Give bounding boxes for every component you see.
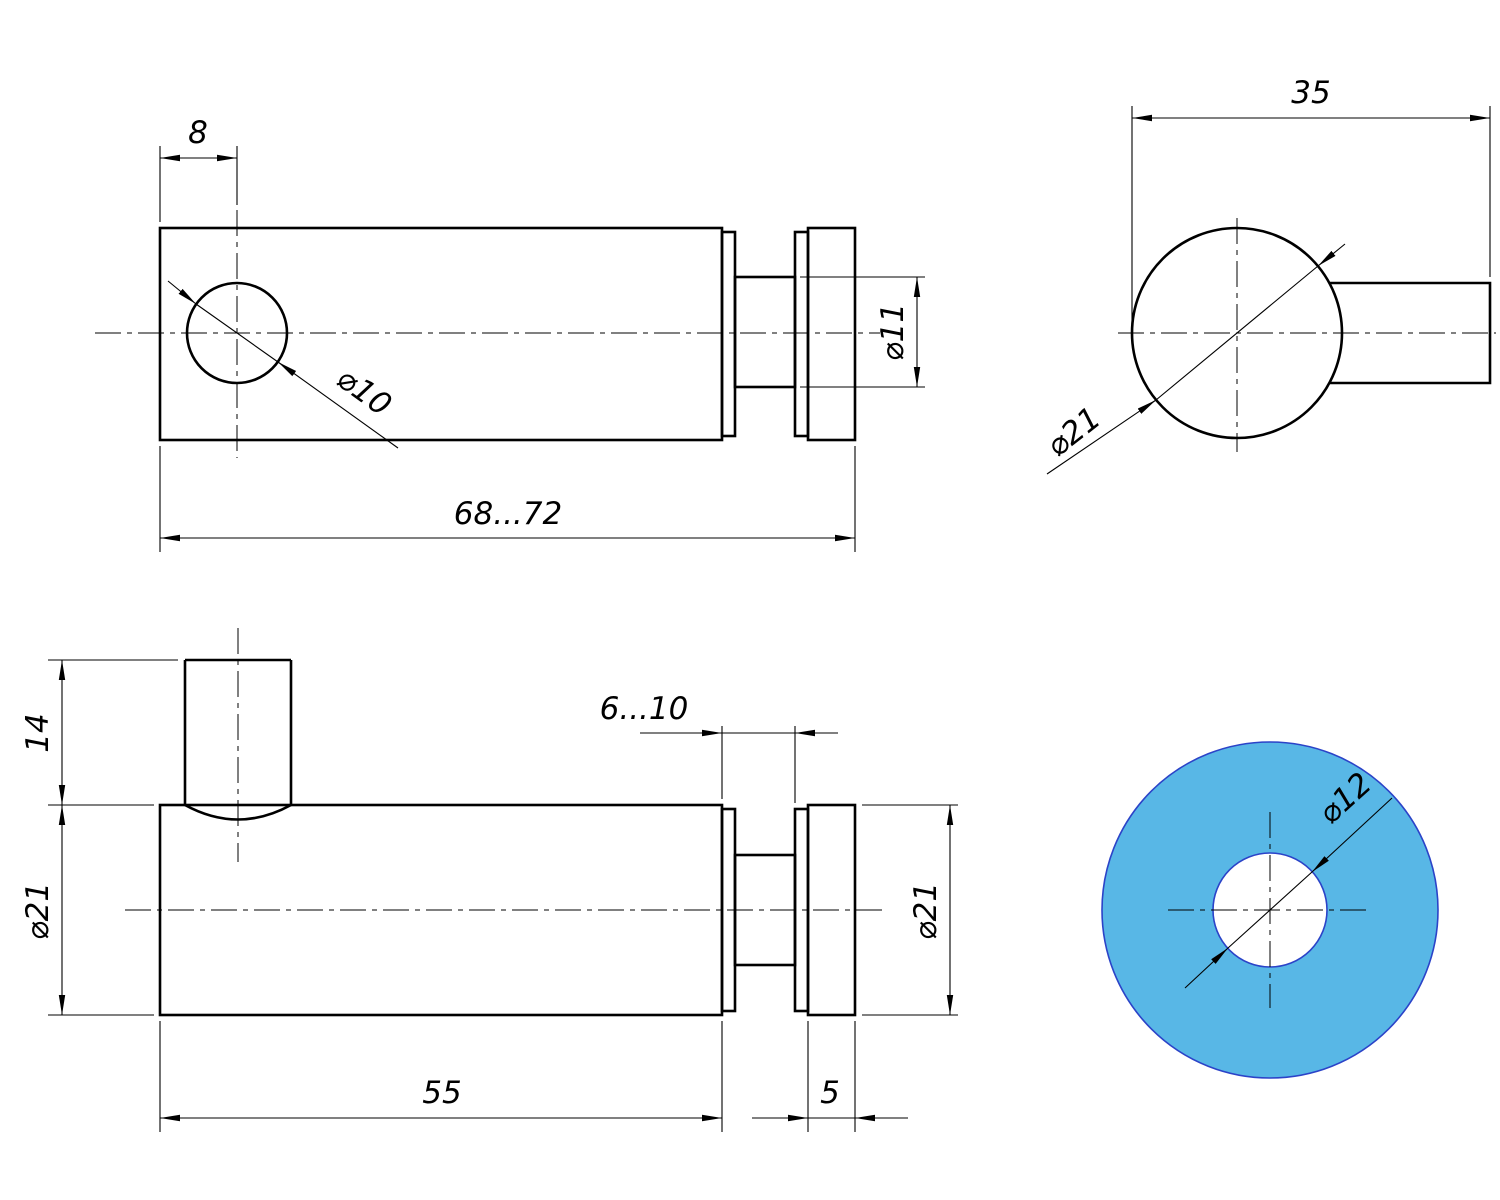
- disc-outline: [806, 803, 857, 1017]
- body-outline: [158, 226, 724, 442]
- dim-label-boss-height: 14: [20, 713, 56, 752]
- leader-line: [277, 361, 399, 449]
- view-bottom-end: ⌀12: [1101, 741, 1439, 1079]
- leader-line: [1046, 399, 1157, 475]
- dim-disc-diameter: ⌀21: [862, 804, 958, 1016]
- view-top-end: 35 ⌀21: [1040, 75, 1496, 475]
- neck-outline: [733, 275, 797, 389]
- dim-label-disc-thickness: 5: [820, 1075, 840, 1111]
- dim-label-gap: 6...10: [600, 691, 689, 727]
- dim-label-body-diameter: ⌀21: [20, 882, 56, 940]
- view-bottom-side: 14 ⌀21 6...10 ⌀21 55: [20, 628, 958, 1132]
- dim-disc-thickness: 5: [752, 1021, 908, 1132]
- dim-label-neck-diameter: ⌀11: [875, 303, 911, 361]
- dim-overall-length: 68...72: [159, 446, 856, 552]
- dim-head-diameter: ⌀21: [1040, 243, 1346, 475]
- dim-hole-diameter: ⌀10: [167, 280, 399, 449]
- leader-line: [167, 280, 197, 305]
- leader-line: [1155, 265, 1319, 401]
- leader-line: [195, 303, 279, 363]
- disc-outline: [806, 226, 857, 442]
- dim-label-head-width: 35: [1291, 75, 1330, 111]
- dim-label-hole-diameter: ⌀10: [330, 360, 398, 423]
- washer-outline: [793, 230, 810, 438]
- dim-body-diameter: ⌀21: [20, 805, 154, 1016]
- dim-head-width: 35: [1131, 75, 1491, 324]
- view-top-side: 8 ⌀10 ⌀11 68...72: [95, 115, 925, 552]
- dim-label-disc-diameter: ⌀21: [908, 882, 944, 940]
- leader-line: [1184, 947, 1229, 989]
- leader-line: [1311, 797, 1393, 873]
- dim-body-length: 55: [159, 1021, 723, 1132]
- dim-label-head-diameter: ⌀21: [1040, 400, 1108, 464]
- dim-neck-diameter: ⌀11: [800, 276, 925, 388]
- leader-line: [1227, 871, 1313, 949]
- boss-outline: [183, 658, 293, 821]
- dim-label-body-length: 55: [422, 1075, 461, 1111]
- collar-outline: [720, 230, 737, 438]
- hole-circle: [185, 281, 289, 385]
- dim-label-hole-offset: 8: [188, 115, 208, 151]
- dim-label-overall-length: 68...72: [454, 496, 562, 532]
- dim-boss-height: 14: [20, 659, 178, 806]
- arm-outline: [1329, 281, 1492, 385]
- leader-line: [1317, 243, 1346, 267]
- boss-intersection-curve: [184, 803, 292, 821]
- dim-gap: 6...10: [600, 691, 838, 803]
- dim-hole-offset: 8: [159, 115, 238, 222]
